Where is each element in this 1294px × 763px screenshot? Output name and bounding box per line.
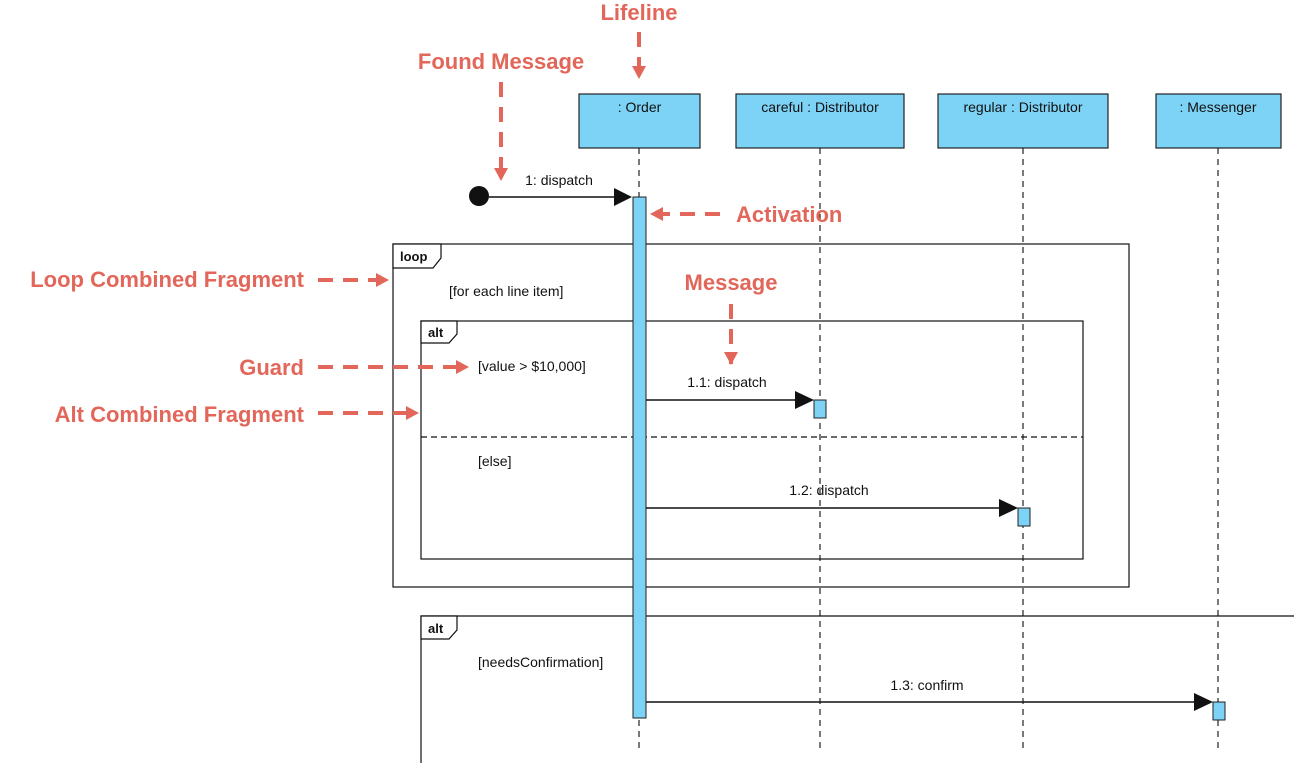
activation-messenger[interactable] [1212, 701, 1226, 721]
lifeline-label-messenger: : Messenger [1179, 99, 1256, 115]
alt-inner-guard-2: [else] [478, 453, 511, 469]
annotation-found-message: Found Message [418, 49, 584, 74]
message-1-2[interactable]: 1.2: dispatch [646, 482, 1018, 517]
annotation-alt-fragment: Alt Combined Fragment [55, 402, 305, 427]
alt-bottom-guard: [needsConfirmation] [478, 654, 603, 670]
annotation-lifeline: Lifeline [600, 0, 677, 25]
lifeline-label-regular: regular : Distributor [963, 99, 1082, 115]
alt-inner-operator-label: alt [428, 325, 444, 340]
message-label-1-1: 1.1: dispatch [687, 374, 766, 390]
loop-operator-label: loop [400, 249, 427, 264]
message-label-1-3: 1.3: confirm [890, 677, 963, 693]
annotation-loop-fragment: Loop Combined Fragment [30, 267, 304, 292]
loop-guard: [for each line item] [449, 283, 563, 299]
activation-regular[interactable] [1017, 507, 1031, 527]
loop-fragment[interactable]: loop [for each line item] [392, 243, 1130, 588]
alt-inner-guard-1: [value > $10,000] [478, 358, 586, 374]
message-label-1: 1: dispatch [525, 172, 593, 188]
lifeline-head-messenger[interactable]: : Messenger [1155, 93, 1282, 149]
activation-careful[interactable] [813, 399, 827, 419]
lifeline-head-careful-distributor[interactable]: careful : Distributor [735, 93, 905, 149]
message-1-3[interactable]: 1.3: confirm [646, 677, 1213, 711]
alt-bottom-operator-tab [420, 615, 458, 640]
activation-order[interactable] [632, 196, 647, 719]
annotation-activation: Activation [736, 202, 842, 227]
message-label-1-2: 1.2: dispatch [789, 482, 868, 498]
message-1[interactable]: 1: dispatch [489, 172, 632, 206]
message-1-1[interactable]: 1.1: dispatch [646, 374, 814, 409]
alt-fragment-bottom[interactable]: alt [needsConfirmation] [420, 615, 1294, 763]
annotation-message: Message [685, 270, 778, 295]
alt-bottom-operator-label: alt [428, 621, 444, 636]
annotation-guard: Guard [239, 355, 304, 380]
lifeline-head-regular-distributor[interactable]: regular : Distributor [937, 93, 1109, 149]
lifeline-head-order[interactable]: : Order [578, 93, 701, 149]
lifeline-label-order: : Order [618, 99, 662, 115]
loop-operator-tab [392, 243, 442, 269]
alt-fragment-inner[interactable]: alt [value > $10,000] [else] [420, 320, 1084, 560]
found-message-origin [469, 186, 489, 206]
lifeline-label-careful: careful : Distributor [761, 99, 879, 115]
alt-inner-operator-tab [420, 320, 458, 344]
